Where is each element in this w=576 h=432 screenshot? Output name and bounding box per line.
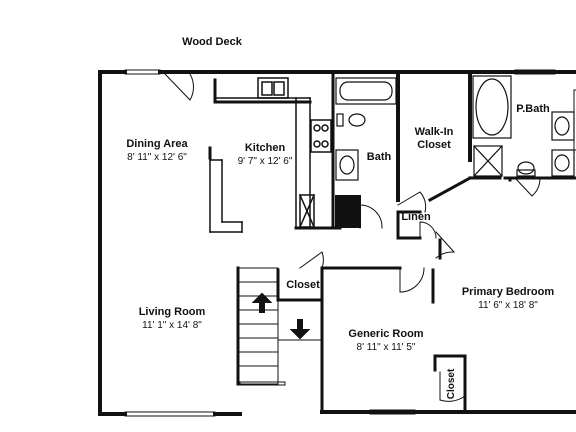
hall-closet-label: Closet xyxy=(286,279,320,291)
windows xyxy=(124,69,576,417)
generic-room-label: Generic Room 8' 11" x 11' 5" xyxy=(348,328,424,353)
bath-label: Bath xyxy=(366,151,392,163)
interior-walls xyxy=(208,70,576,414)
kitchen-counters xyxy=(209,77,332,233)
p-bath-label: P.Bath xyxy=(516,103,550,115)
stair-arrows xyxy=(251,292,311,340)
fixture-block xyxy=(335,195,361,228)
wood-deck-label: Wood Deck xyxy=(182,36,242,48)
linen-label: Linen xyxy=(401,211,431,223)
kitchen-label: Kitchen 9' 7" x 12' 6" xyxy=(237,142,293,167)
dining-area-label: Dining Area 8' 11" x 12' 6" xyxy=(126,138,188,163)
generic-closet-label: Closet xyxy=(446,368,457,400)
bath-fixtures xyxy=(335,75,575,181)
exterior-walls xyxy=(98,70,576,416)
living-room-label: Living Room 11' 1" x 14' 8" xyxy=(138,306,206,331)
primary-bedroom-label: Primary Bedroom 11' 6" x 18' 8" xyxy=(461,286,555,311)
walk-in-closet-label: Walk-In Closet xyxy=(414,126,454,151)
stairs xyxy=(237,267,323,385)
